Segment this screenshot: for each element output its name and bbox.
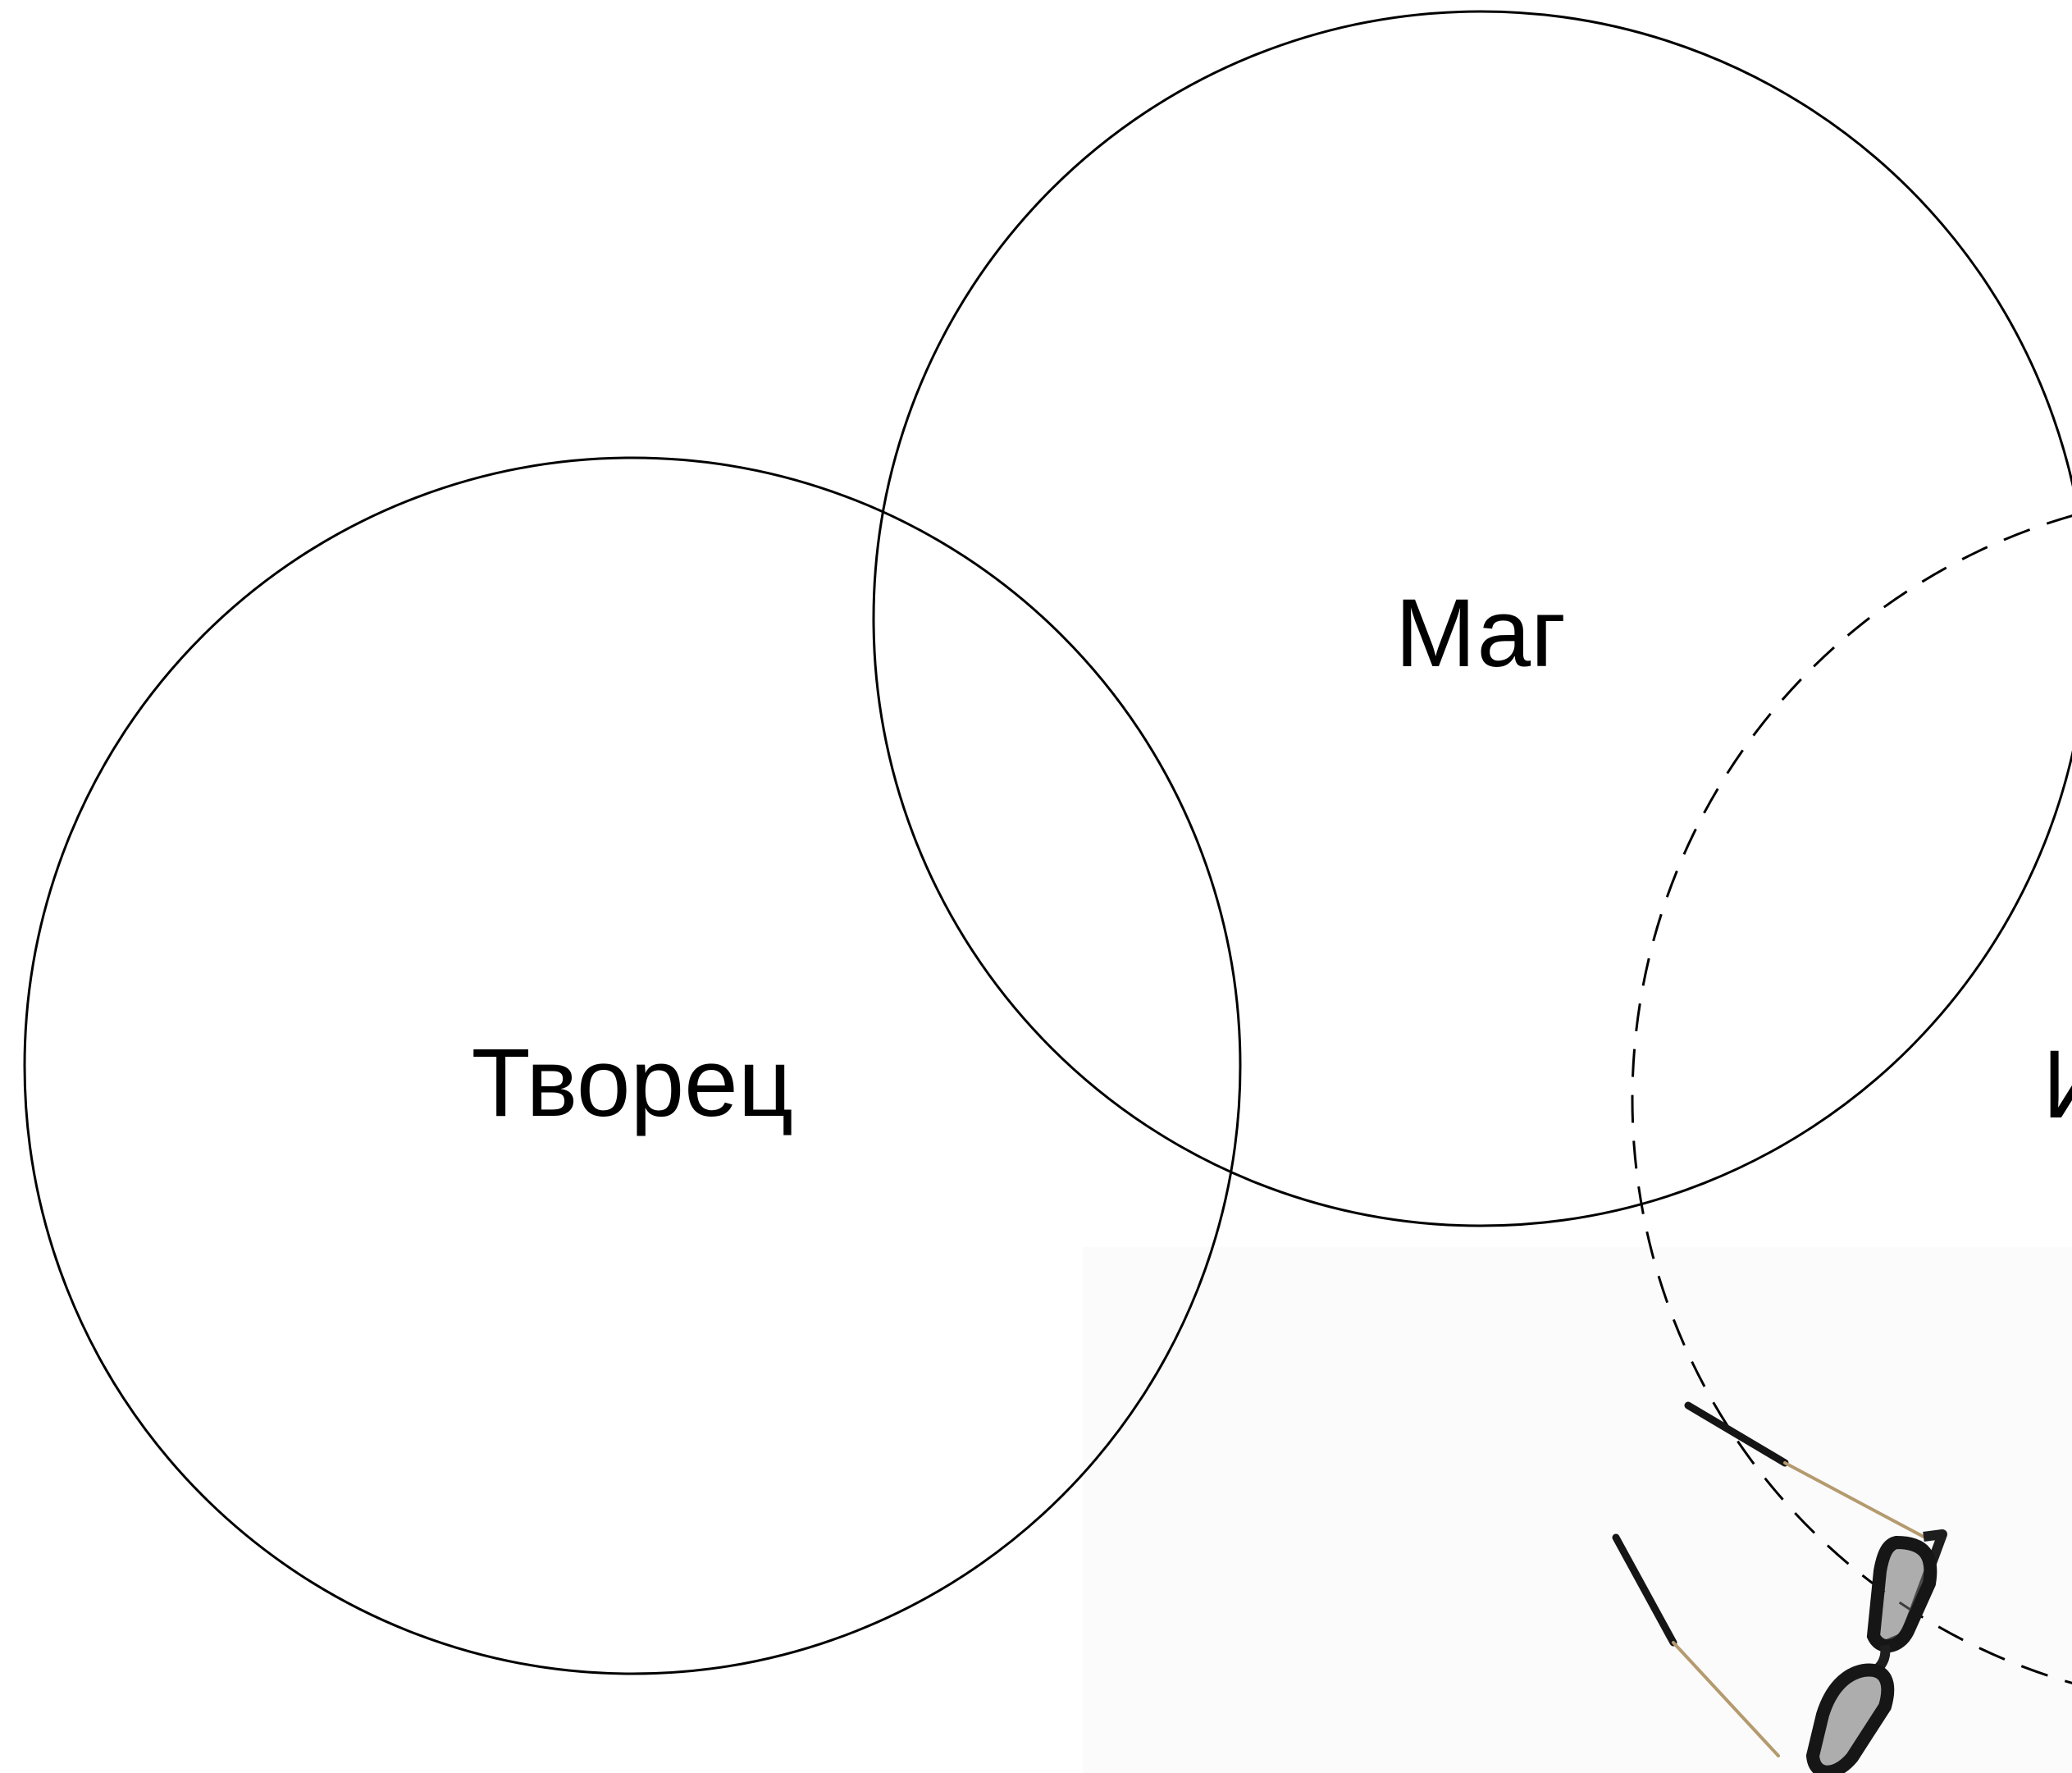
glasses-lens-lower [1805,1663,1895,1773]
circle-magician [872,10,2072,1227]
circle-partial [1631,514,2072,1684]
eyeglasses-icon [1612,1401,1947,1773]
label-magician: Маг [1395,579,1566,688]
label-creator: Творец [472,1029,794,1137]
circle-creator [23,456,1242,1675]
photo-backdrop [1083,1247,2072,1773]
glasses-lens-upper [1866,1535,1937,1653]
label-partial: И [2042,1030,2072,1139]
